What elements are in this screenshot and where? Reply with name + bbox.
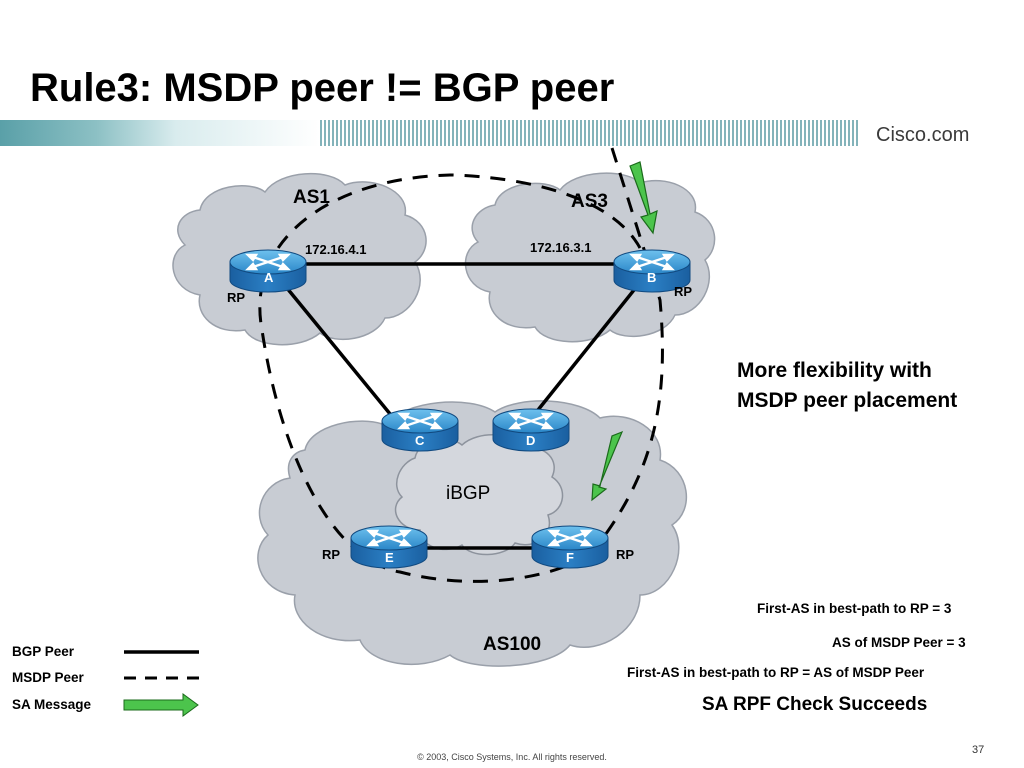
router-b-label: B <box>647 270 657 285</box>
legend-sa-label: SA Message <box>12 697 92 712</box>
as1-label: AS1 <box>293 187 330 208</box>
rule-equal: First-AS in best-path to RP = AS of MSDP… <box>627 665 925 680</box>
ibgp-label: iBGP <box>446 483 491 504</box>
router-f-label: F <box>566 550 574 565</box>
legend-graphics <box>123 650 199 717</box>
router-e-rp-label: RP <box>322 547 341 562</box>
as100-label: AS100 <box>483 634 542 655</box>
cisco-brand: Cisco.com <box>876 124 970 146</box>
router-f-rp-label: RP <box>616 547 635 562</box>
callout-line-1: More flexibility with <box>737 359 932 382</box>
legend-bgp-label: BGP Peer <box>12 644 75 659</box>
page-number: 37 <box>972 744 985 756</box>
msdp-links <box>258 147 664 583</box>
router-d-label: D <box>526 433 536 448</box>
router-e-label: E <box>385 550 394 565</box>
copyright-footer: © 2003, Cisco Systems, Inc. All rights r… <box>417 752 607 762</box>
router-a-ip: 172.16.4.1 <box>305 242 367 257</box>
router-b-ip: 172.16.3.1 <box>530 240 592 255</box>
router-a-rp-label: RP <box>227 290 246 305</box>
as3-label: AS3 <box>571 191 608 212</box>
rule-as-msdp: AS of MSDP Peer = 3 <box>832 635 966 650</box>
callout-line-2: MSDP peer placement <box>737 389 958 412</box>
legend-msdp-label: MSDP Peer <box>12 670 84 685</box>
sa-arrows <box>591 161 658 502</box>
bgp-links <box>280 262 644 550</box>
rule-first-as: First-AS in best-path to RP = 3 <box>757 601 952 616</box>
title-stripe <box>0 120 860 146</box>
router-c-label: C <box>415 433 425 448</box>
slide-title: Rule3: MSDP peer != BGP peer <box>30 66 615 110</box>
rule-result: SA RPF Check Succeeds <box>702 694 928 715</box>
router-a-label: A <box>264 270 274 285</box>
router-b-rp-label: RP <box>674 284 693 299</box>
